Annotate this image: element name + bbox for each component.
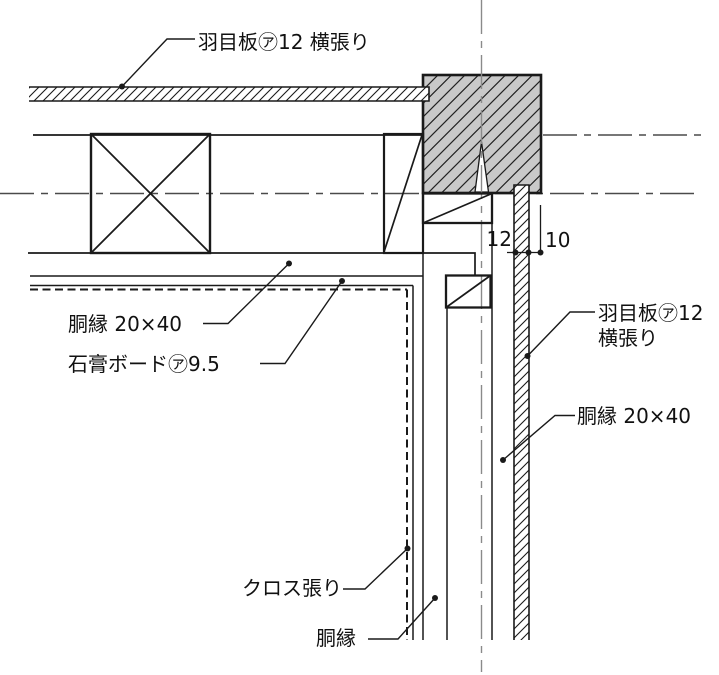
label-cloth: クロス張り [242, 576, 342, 600]
furring-block-upper [421, 192, 494, 225]
leader-cloth [343, 547, 408, 590]
siding-top-outline [29, 86, 430, 102]
siding-board-top [29, 86, 430, 102]
label-furring-bottom: 胴縁 [316, 626, 356, 650]
siding-top-hatch [29, 87, 429, 101]
label-furring-left: 胴縁 20×40 [68, 312, 182, 336]
leader-dot-furring-left [286, 260, 292, 267]
leader-dot-gypsum [339, 278, 345, 284]
furring-upper-diagonal [422, 192, 493, 224]
siding-board-right [513, 184, 530, 640]
dimension-dot-2 [525, 249, 532, 256]
label-siding-right-line1: 羽目板㋐12 [598, 301, 703, 325]
frame-bottom-line [28, 252, 476, 276]
leader-furring-right [502, 414, 575, 461]
leader-dot-furring-bottom [432, 595, 438, 601]
label-siding-top: 羽目板㋐12 横張り [198, 30, 370, 54]
leader-dots [119, 83, 531, 601]
leader-gypsum [260, 280, 343, 365]
leader-siding-top [121, 38, 195, 87]
leader-lines [121, 38, 595, 640]
leader-furring-bottom [368, 597, 436, 640]
leader-dot-siding-right [524, 353, 531, 359]
leader-siding-right [526, 311, 595, 357]
label-furring-right: 胴縁 20×40 [577, 404, 691, 428]
stud-diagonal [383, 134, 423, 253]
leader-dot-cloth [404, 545, 411, 552]
dimension-dot-3 [537, 249, 544, 256]
siding-right-hatch [514, 185, 529, 640]
label-siding-right-line2: 横張り [598, 326, 658, 350]
dimension-text-12: 12 [487, 227, 512, 251]
siding-right-outline [513, 184, 530, 640]
leader-dot-furring-right [500, 457, 506, 463]
furring-block-lower [444, 274, 492, 309]
label-gypsum: 石膏ボード㋐9.5 [68, 352, 220, 376]
leader-dot-siding-top [119, 83, 125, 90]
dimension-dot-1 [512, 249, 519, 256]
furring-lower-diagonal [445, 274, 491, 309]
post-x-diagonal-2 [90, 133, 211, 254]
furring-lower-outline [444, 274, 492, 309]
leader-furring-left [203, 263, 290, 325]
furring-upper-outline [421, 192, 494, 225]
dimension-group: 12 10 [487, 205, 570, 256]
dimension-text-10: 10 [545, 228, 570, 252]
